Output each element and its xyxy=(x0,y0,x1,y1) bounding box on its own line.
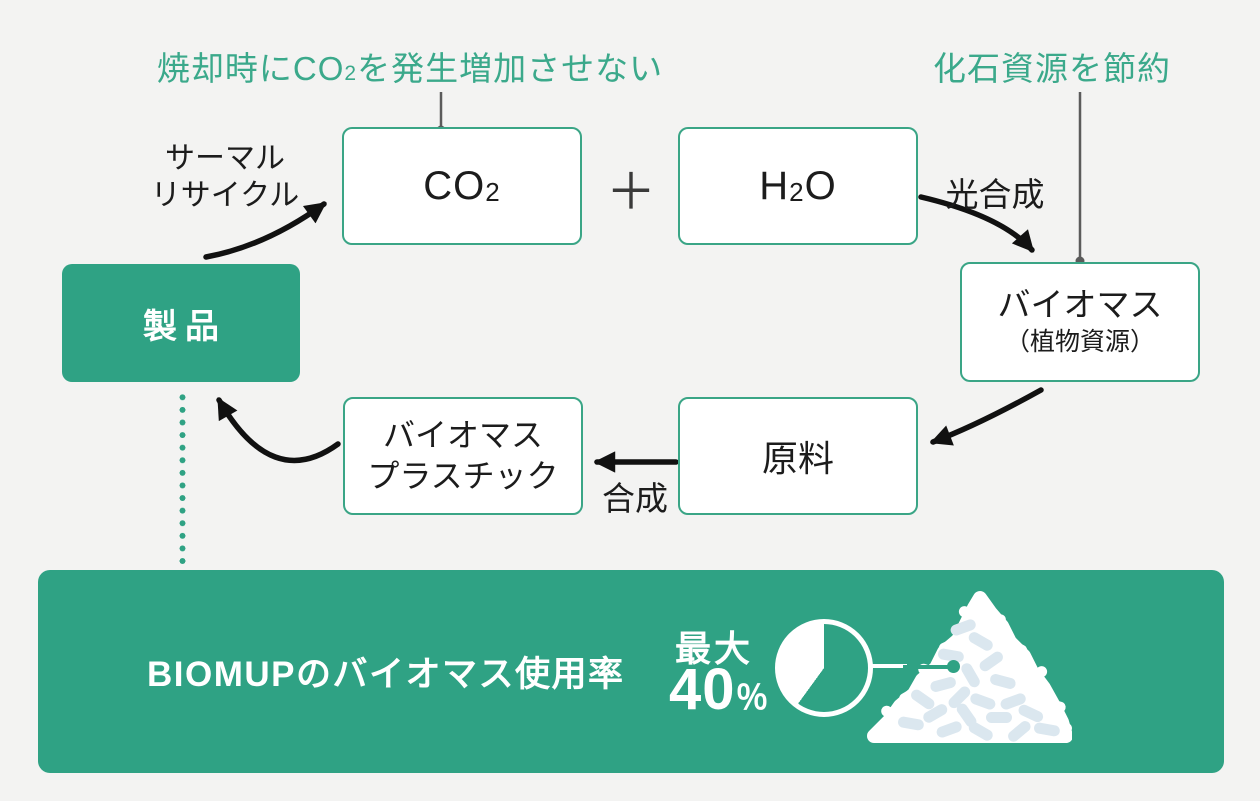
node-biomass: バイオマス （植物資源） xyxy=(960,262,1200,382)
fossil-annotation-text: 化石資源を節約 xyxy=(933,50,1171,87)
node-product: 製品 xyxy=(62,264,300,382)
node-co2: CO2 xyxy=(342,127,582,245)
pellet-pile-illustration xyxy=(867,591,1072,743)
max-label: 最大 xyxy=(675,628,754,669)
co2-annotation-text-tail: を発生増加させない xyxy=(357,50,664,87)
banner-title: BIOMUPのバイオマス使用率 xyxy=(147,655,625,694)
plus-sign: ＋ xyxy=(606,164,656,220)
thermal-recycle-line2: リサイクル xyxy=(150,179,300,212)
plastic-to-product-arrow xyxy=(216,397,341,464)
h2o-formula: H2O xyxy=(759,163,837,208)
fossil-annotation: 化石資源を節約 xyxy=(902,42,1202,90)
thermal-recycle-label: サーマル リサイクル xyxy=(140,140,310,214)
usage-value-unit: ％ xyxy=(735,679,769,716)
biomass-line1: バイオマス xyxy=(997,286,1163,323)
photosynthesis-label: 光合成 xyxy=(945,176,1045,213)
bioplastic-line2: プラスチック xyxy=(367,458,559,494)
thermal-recycle-line1: サーマル xyxy=(165,142,285,175)
synthesis-label: 合成 xyxy=(602,480,668,517)
pile-shaded-pellets xyxy=(898,619,1060,742)
node-raw-material: 原料 xyxy=(678,397,918,515)
biomass-usage-banner: BIOMUPのバイオマス使用率 xyxy=(38,570,1224,773)
pie-connector-line-green xyxy=(903,665,951,669)
node-bioplastic: バイオマス プラスチック xyxy=(343,397,583,515)
pie-connector-dot xyxy=(947,660,960,673)
bioplastic-line1: バイオマス xyxy=(382,417,543,453)
raw-material-label: 原料 xyxy=(761,438,834,479)
co2-annotation: 焼却時にCO2を発生増加させない xyxy=(90,42,730,90)
pie-chart xyxy=(775,619,873,717)
pie-connector-line-white xyxy=(871,664,907,668)
co2-annotation-subscript: 2 xyxy=(344,62,358,85)
usage-value: 40％ xyxy=(669,656,769,723)
co2-annotation-text: 焼却時にCO xyxy=(156,50,345,87)
co2-formula: CO2 xyxy=(423,163,501,208)
usage-value-number: 40 xyxy=(669,657,736,722)
product-label: 製品 xyxy=(143,307,227,346)
node-h2o: H2O xyxy=(678,127,918,245)
product-to-banner-dotted-line xyxy=(179,391,186,570)
biomass-to-raw-material-arrow xyxy=(929,387,1044,446)
biomass-line2: （植物資源） xyxy=(1004,328,1155,356)
